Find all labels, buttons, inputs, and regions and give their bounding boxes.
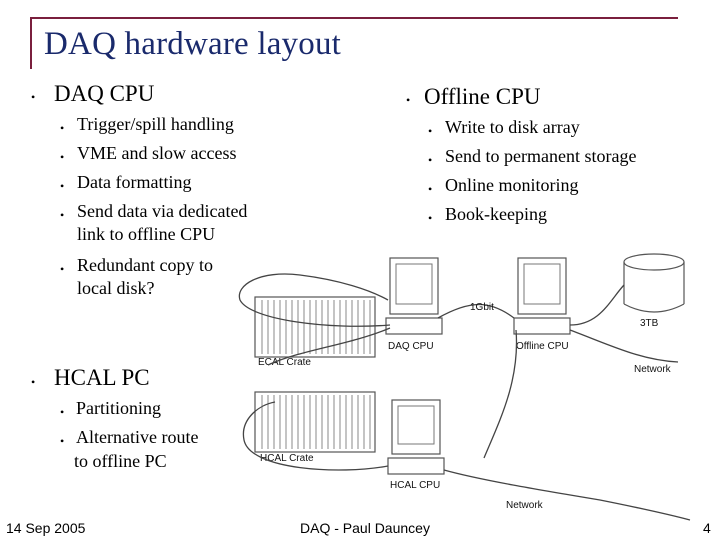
title-rule-top <box>30 17 678 19</box>
hcal-cpu-label: HCAL CPU <box>390 480 440 491</box>
bullet-icon: • <box>60 262 65 276</box>
bullet-icon: • <box>60 208 65 222</box>
daq-cpu-heading: DAQ CPU <box>54 81 155 106</box>
daq-item: Send data via dedicated <box>77 201 248 221</box>
disk-array-cylinder <box>623 253 685 313</box>
bullet-icon: • <box>428 153 433 167</box>
slide-title: DAQ hardware layout <box>44 26 342 62</box>
bullet-icon: • <box>60 434 65 448</box>
bullet-icon: • <box>60 150 65 164</box>
network-cable-top <box>569 329 679 363</box>
daq-cpu-label: DAQ CPU <box>388 341 434 352</box>
daq-cpu-computer <box>385 257 443 335</box>
network-label-top: Network <box>634 364 672 375</box>
bullet-icon: • <box>60 405 65 419</box>
daq-item-cont: link to offline CPU <box>77 224 216 244</box>
bullet-icon: • <box>428 124 433 138</box>
storage-cable <box>569 284 625 326</box>
offline-item: Book-keeping <box>445 204 547 224</box>
gbit-label: 1Gbit <box>470 302 494 313</box>
bullet-icon: • <box>428 182 433 196</box>
network-label-bottom: Network <box>506 500 544 511</box>
hcal-crate-cable <box>242 401 389 471</box>
offline-item: Send to permanent storage <box>445 146 637 166</box>
storage-label: 3TB <box>640 318 659 329</box>
offline-item: Write to disk array <box>445 117 580 137</box>
footer-date: 14 Sep 2005 <box>6 520 86 536</box>
ecal-crate-label: ECAL Crate <box>258 357 311 368</box>
network-cable-bottom <box>443 469 691 521</box>
bullet-icon: • <box>60 121 65 135</box>
offline-item: Online monitoring <box>445 175 579 195</box>
daq-hcal-cable <box>267 327 391 366</box>
daq-item: Data formatting <box>77 172 192 192</box>
hcal-item: Alternative route <box>76 427 199 447</box>
bullet-icon: • <box>406 93 411 107</box>
hcal-cpu-computer <box>387 399 445 475</box>
hcal-crate-label: HCAL Crate <box>260 453 314 464</box>
daq-item: Trigger/spill handling <box>77 114 234 134</box>
gbit-link-cable <box>437 303 515 319</box>
offline-hcal-cable <box>483 329 518 459</box>
bullet-icon: • <box>31 90 36 104</box>
offline-cpu-computer <box>513 257 571 335</box>
hcal-crate <box>254 391 376 453</box>
hcal-pc-heading: HCAL PC <box>54 365 150 390</box>
offline-cpu-heading: Offline CPU <box>424 84 541 109</box>
daq-item-cont: local disk? <box>77 278 155 298</box>
offline-cpu-label: Offline CPU <box>516 341 569 352</box>
daq-ecal-cable <box>238 273 391 327</box>
bullet-icon: • <box>31 375 36 389</box>
title-rule-left <box>30 17 32 69</box>
bullet-icon: • <box>60 179 65 193</box>
daq-item: Redundant copy to <box>77 255 213 275</box>
hcal-item: Partitioning <box>76 398 161 418</box>
daq-item: VME and slow access <box>77 143 237 163</box>
footer-page-number: 4 <box>703 520 711 536</box>
hcal-item-cont: to offline PC <box>74 451 167 471</box>
bullet-icon: • <box>428 211 433 225</box>
footer-author: DAQ - Paul Dauncey <box>300 520 430 536</box>
